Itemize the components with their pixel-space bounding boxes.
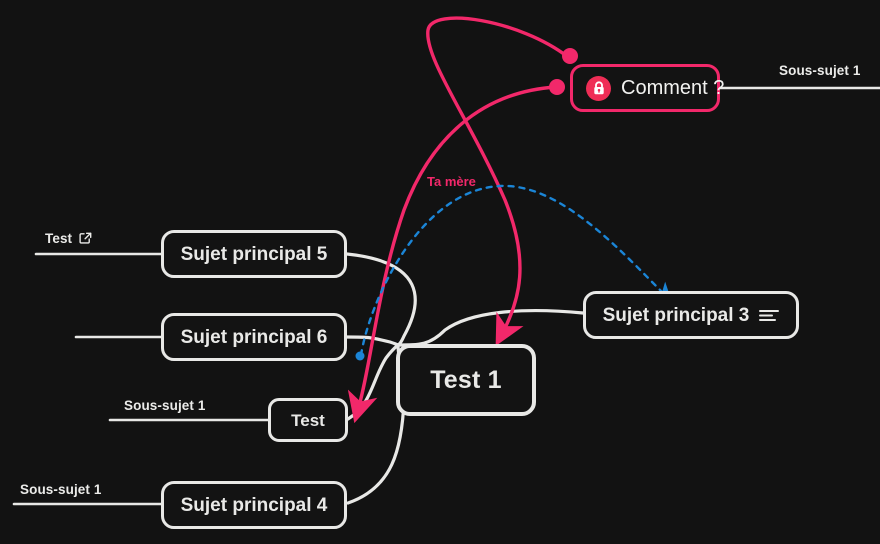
node-sujet-principal-3-label: Sujet principal 3 [602,304,750,326]
branch-label-test-left[interactable]: Sous-sujet 1 [124,398,205,413]
lock-icon [586,75,611,101]
notes-icon [759,308,780,322]
node-sujet-principal-6-label: Sujet principal 6 [180,326,328,348]
node-sujet-principal-6[interactable]: Sujet principal 6 [161,313,347,361]
node-sujet-principal-5-label: Sujet principal 5 [180,243,328,265]
branch-label-topic5-left[interactable]: Test [45,231,92,246]
branch-label-test-left-text: Sous-sujet 1 [124,398,206,413]
node-comment-label: Comment ? [621,77,725,99]
relationship-blue-handle[interactable] [355,351,365,361]
relationship-label-ta-mere-text: Ta mère [427,174,476,189]
relationship-label-ta-mere[interactable]: Ta mère [427,174,476,189]
branch-label-comment-right-text: Sous-sujet 1 [779,63,861,78]
node-sujet-principal-4-label: Sujet principal 4 [180,494,328,516]
node-sujet-principal-5[interactable]: Sujet principal 5 [161,230,347,278]
node-test-label: Test [291,410,325,430]
branch-label-topic5-left-text: Test [45,231,73,246]
node-test-1-label: Test 1 [430,365,502,394]
external-link-icon[interactable] [79,232,92,245]
node-comment[interactable]: Comment ? [570,64,724,112]
branch-label-topic4-left[interactable]: Sous-sujet 1 [20,482,101,497]
node-test-1[interactable]: Test 1 [396,344,536,416]
node-sujet-principal-4[interactable]: Sujet principal 4 [161,481,347,529]
branch-label-comment-right[interactable]: Sous-sujet 1 [779,63,860,78]
branch-label-topic4-left-text: Sous-sujet 1 [20,482,102,497]
node-test[interactable]: Test [268,398,348,442]
node-sujet-principal-3[interactable]: Sujet principal 3 [583,291,799,339]
